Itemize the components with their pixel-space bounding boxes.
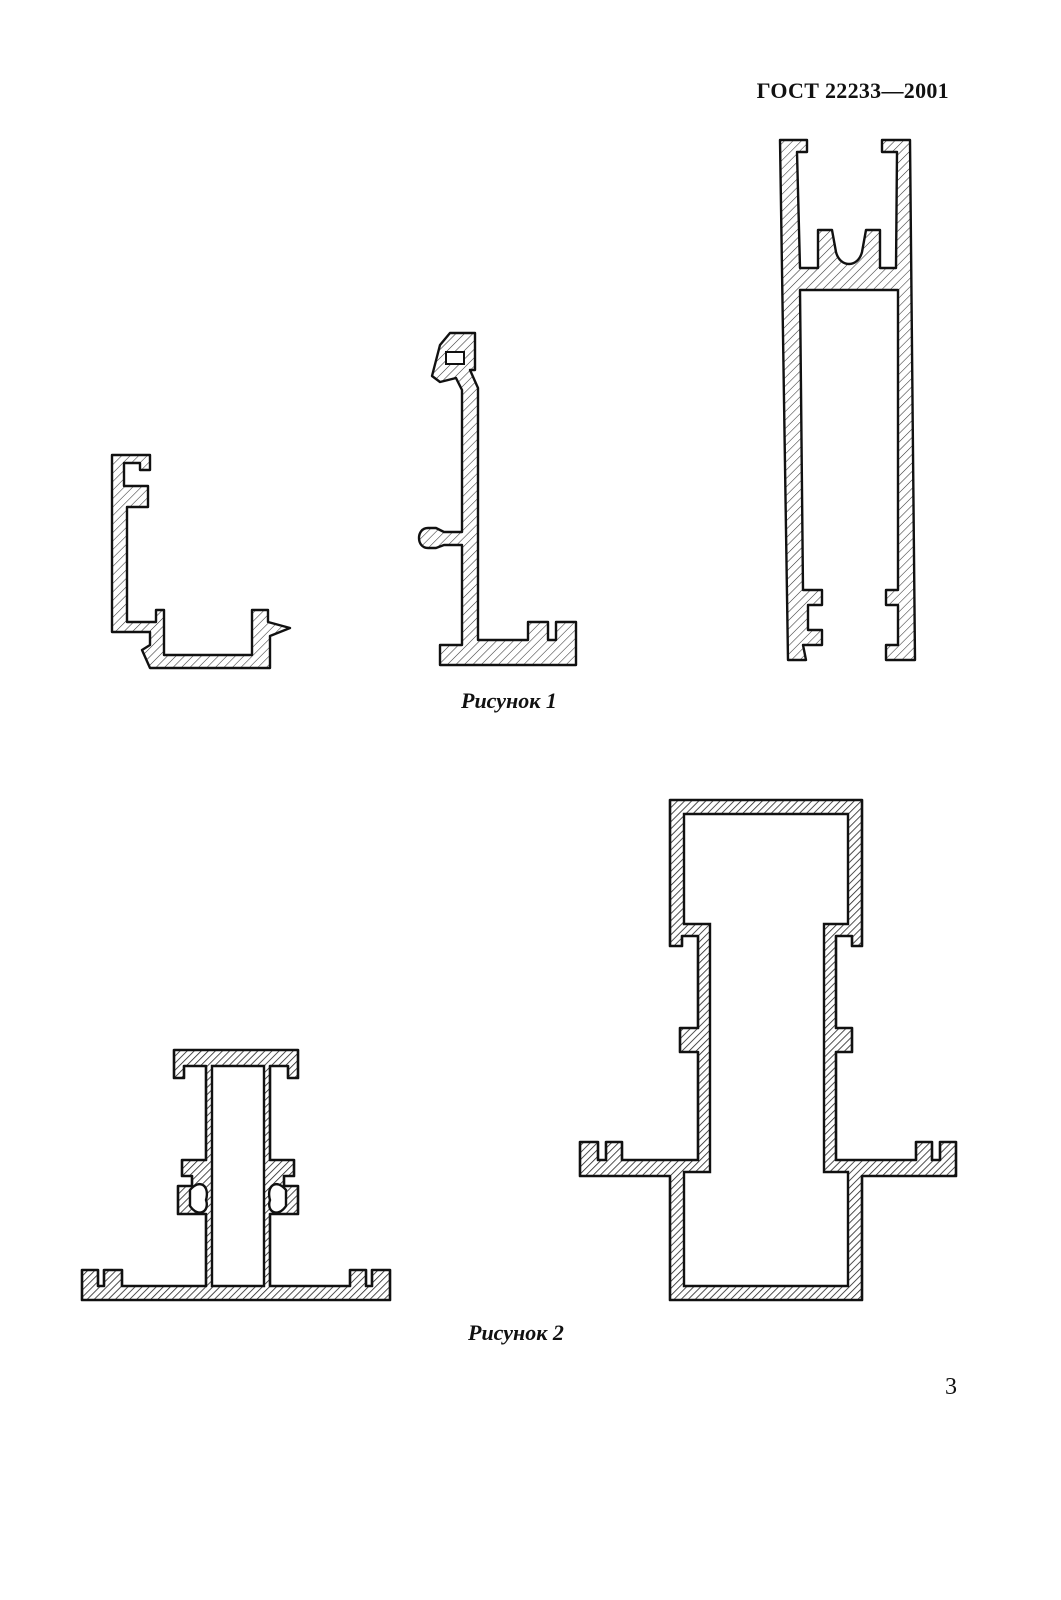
fig1-profile-b: [417, 331, 578, 667]
fig1-profile-c: [778, 138, 917, 662]
page-number: 3: [945, 1374, 957, 1400]
fig1-profile-a: [110, 453, 292, 670]
figure-2-caption: Рисунок 2: [468, 1320, 564, 1345]
figure-1-caption: Рисунок 1: [461, 688, 557, 713]
document-header: ГОСТ 22233—2001: [756, 78, 949, 103]
fig2-profile-d: [80, 1048, 392, 1302]
fig2-profile-e: [578, 798, 958, 1302]
